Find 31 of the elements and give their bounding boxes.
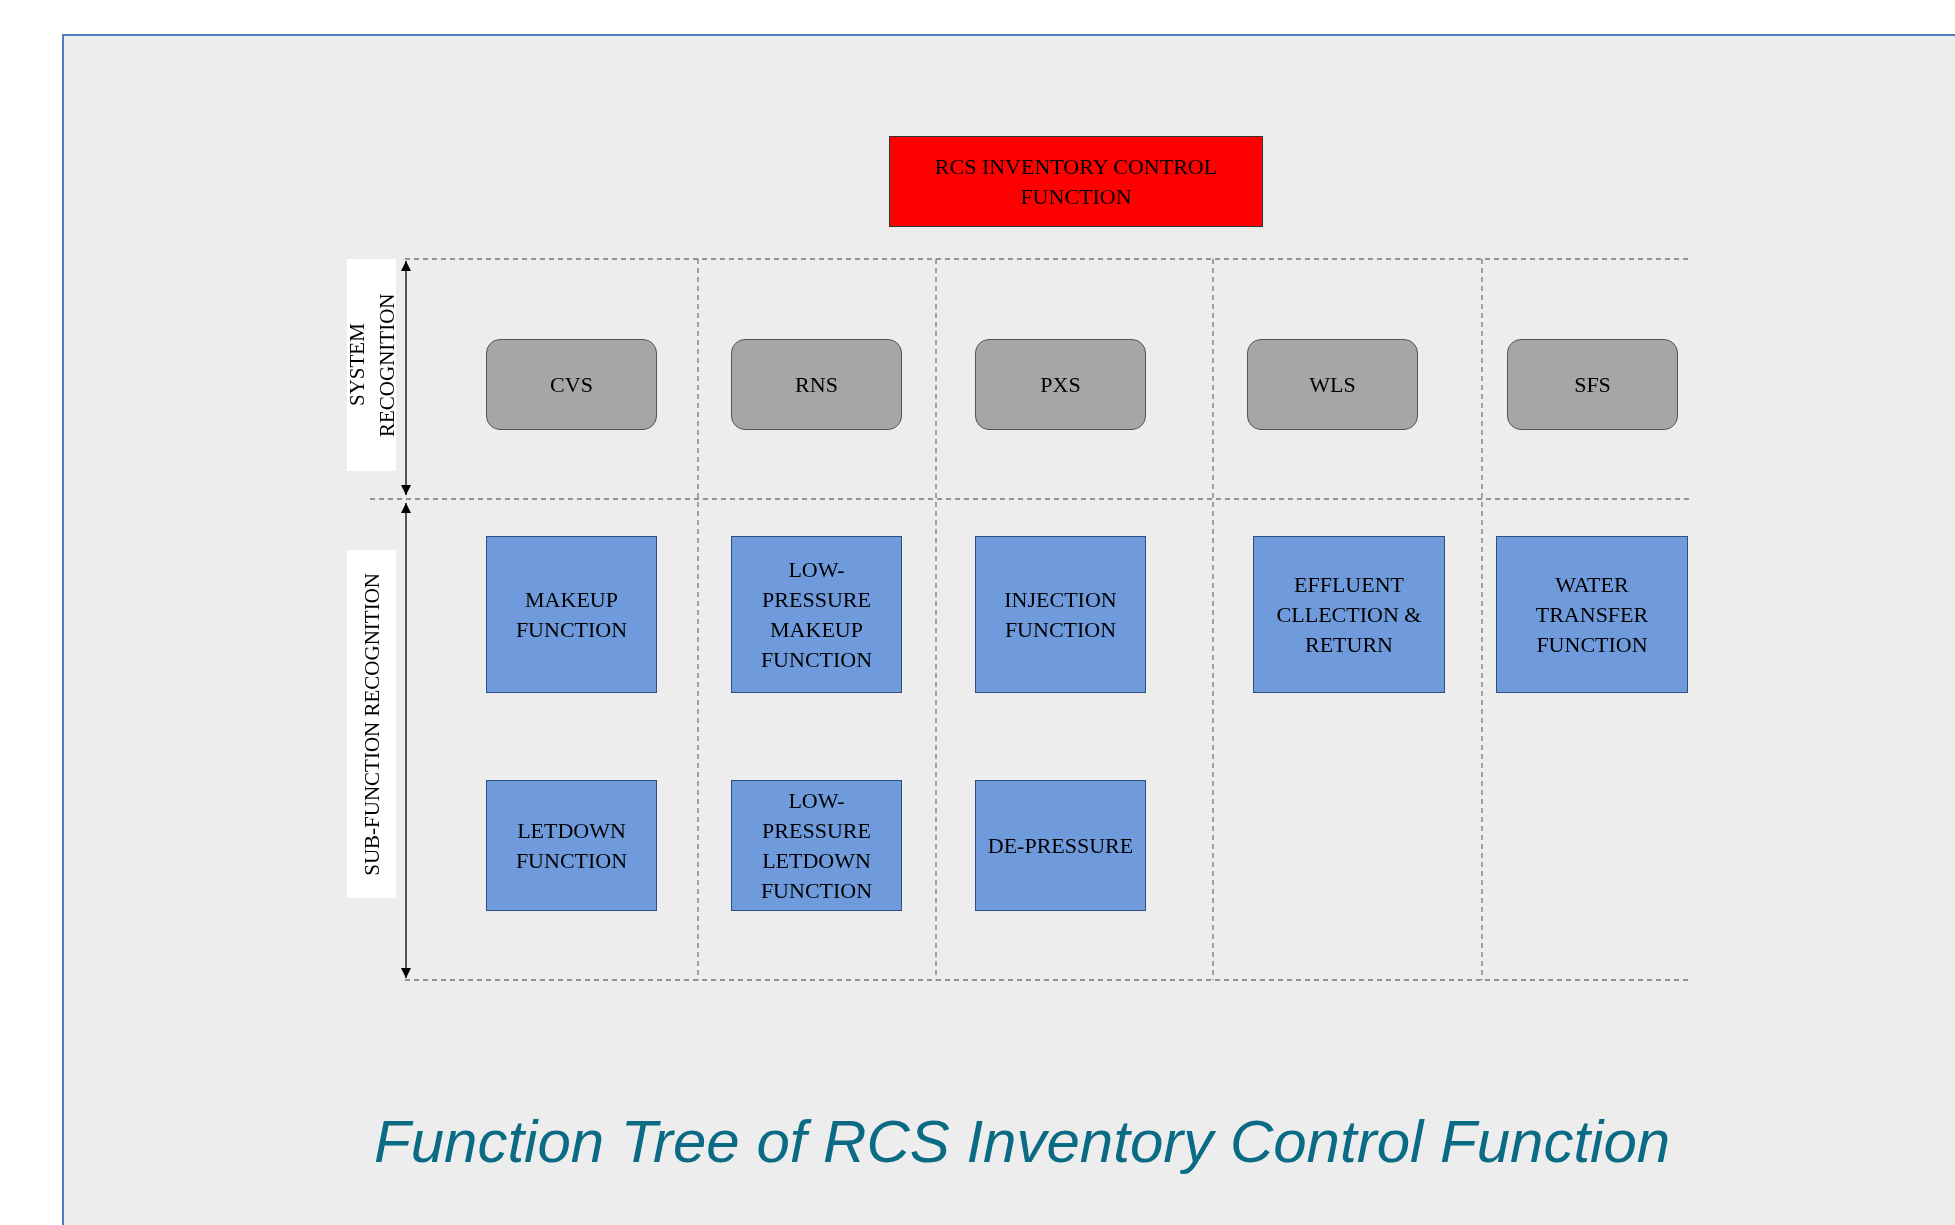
- node-label: MAKEUP FUNCTION: [514, 585, 629, 644]
- node-label: WATER TRANSFER FUNCTION: [1534, 570, 1650, 659]
- node-label: SFS: [1573, 370, 1612, 399]
- node-label: CVS: [549, 370, 594, 399]
- node-label: LOW-PRESSURE LETDOWN FUNCTION: [759, 786, 874, 905]
- system-box: [1247, 339, 1418, 430]
- node-label: LETDOWN FUNCTION: [514, 816, 629, 875]
- function-box: [486, 780, 657, 911]
- system-box: [975, 339, 1146, 430]
- function-box: [731, 780, 902, 911]
- node-label: RCS INVENTORY CONTROL FUNCTION: [933, 152, 1219, 211]
- node-label: INJECTION FUNCTION: [1003, 585, 1118, 644]
- function-box: [975, 780, 1146, 911]
- function-box: [975, 536, 1146, 693]
- node-label: LOW-PRESSURE MAKEUP FUNCTION: [759, 555, 874, 674]
- node-label: EFFLUENT CLLECTION & RETURN: [1275, 570, 1423, 659]
- process-box: [889, 136, 1263, 227]
- function-box: [486, 536, 657, 693]
- node-label: SUB-FUNCTION RECOGNITION: [358, 572, 385, 876]
- node-label: WLS: [1308, 370, 1357, 399]
- system-box: [1507, 339, 1678, 430]
- function-box: [1496, 536, 1688, 693]
- function-box: [1253, 536, 1445, 693]
- function-box: [731, 536, 902, 693]
- node-label: RNS: [794, 370, 839, 399]
- node-label: PXS: [1039, 370, 1082, 399]
- node-label: SYSTEM RECOGNITION: [343, 292, 400, 439]
- node-label: DE-PRESSURE: [986, 831, 1135, 860]
- system-box: [486, 339, 657, 430]
- system-box: [731, 339, 902, 430]
- diagram-title: Function Tree of RCS Inventory Control Function: [374, 1107, 1672, 1177]
